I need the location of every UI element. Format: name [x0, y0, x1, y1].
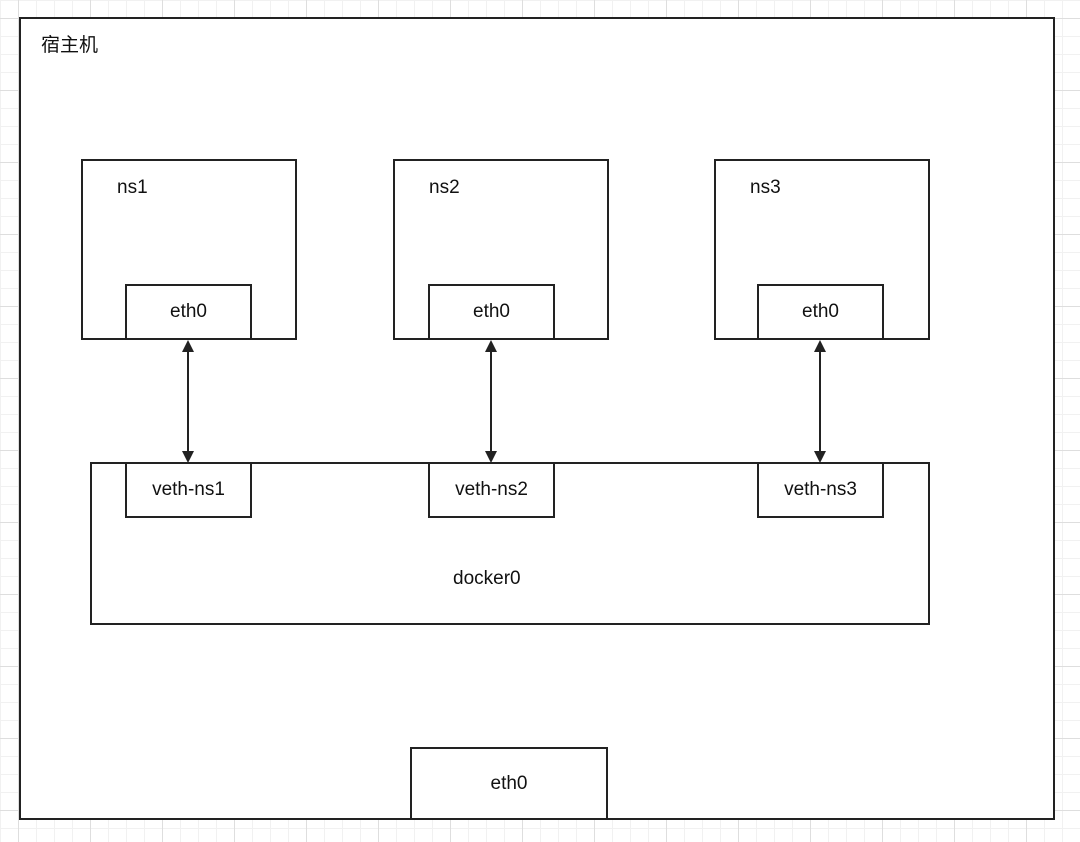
- ns3-eth0-interface: eth0: [757, 284, 884, 340]
- veth-ns2-port: veth-ns2: [428, 462, 555, 518]
- ns1-eth0-label: eth0: [170, 301, 207, 322]
- host-eth0-label: eth0: [490, 772, 528, 794]
- ns1-eth0-interface: eth0: [125, 284, 252, 340]
- namespace-ns1-label: ns1: [117, 177, 148, 198]
- veth-ns1-label: veth-ns1: [152, 479, 225, 500]
- veth-ns2-label: veth-ns2: [455, 479, 528, 500]
- namespace-ns2-label: ns2: [429, 177, 460, 198]
- veth-ns3-label: veth-ns3: [784, 479, 857, 500]
- ns2-eth0-label: eth0: [473, 301, 510, 322]
- host-label: 宿主机: [41, 35, 99, 56]
- veth-ns1-port: veth-ns1: [125, 462, 252, 518]
- ns2-eth0-interface: eth0: [428, 284, 555, 340]
- ns3-eth0-label: eth0: [802, 301, 839, 322]
- host-eth0-interface: eth0: [410, 747, 608, 820]
- host-box: 宿主机: [19, 17, 1055, 820]
- docker0-label: docker0: [453, 568, 521, 589]
- namespace-ns3-label: ns3: [750, 177, 781, 198]
- veth-ns3-port: veth-ns3: [757, 462, 884, 518]
